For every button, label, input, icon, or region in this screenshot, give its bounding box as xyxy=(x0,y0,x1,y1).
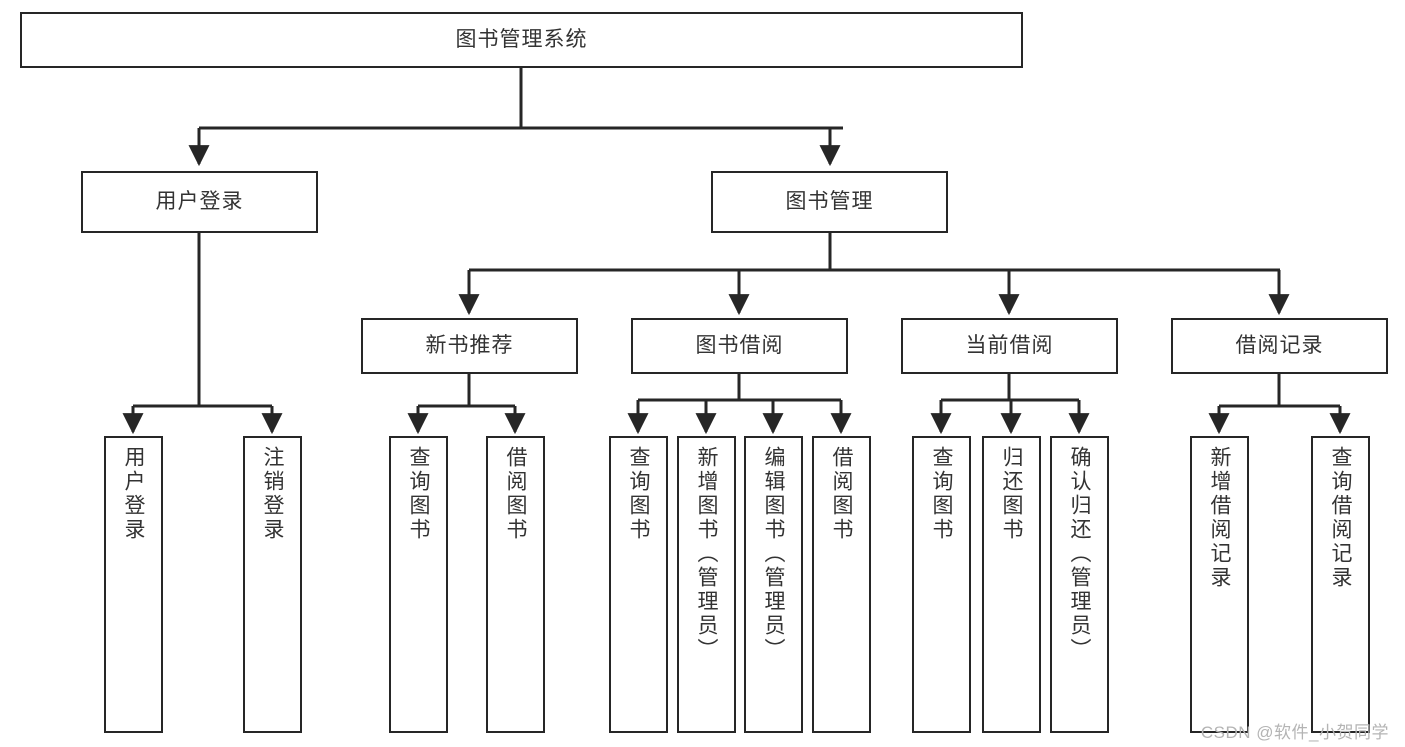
node-leaf-add-book-label: 新增图书（管理员） xyxy=(695,446,718,662)
node-book-management-label: 图书管理 xyxy=(785,189,874,213)
node-book-borrow[interactable]: 图书借阅 xyxy=(631,318,848,374)
node-leaf-add-book[interactable]: 新增图书（管理员） xyxy=(677,436,736,733)
node-leaf-borrow-book-1[interactable]: 借阅图书 xyxy=(486,436,545,733)
node-leaf-borrow-book-1-label: 借阅图书 xyxy=(504,446,527,542)
node-book-borrow-label: 图书借阅 xyxy=(695,333,784,357)
node-user-login[interactable]: 用户登录 xyxy=(81,171,318,233)
node-leaf-return-book-label: 归还图书 xyxy=(1000,446,1023,542)
node-current-borrow[interactable]: 当前借阅 xyxy=(901,318,1118,374)
node-leaf-add-record[interactable]: 新增借阅记录 xyxy=(1190,436,1249,733)
node-leaf-edit-book[interactable]: 编辑图书（管理员） xyxy=(744,436,803,733)
node-borrow-record-label: 借阅记录 xyxy=(1235,333,1324,357)
node-leaf-query-record-label: 查询借阅记录 xyxy=(1329,446,1352,590)
node-leaf-confirm-return[interactable]: 确认归还（管理员） xyxy=(1050,436,1109,733)
node-leaf-borrow-book-2-label: 借阅图书 xyxy=(830,446,853,542)
node-leaf-borrow-book-2[interactable]: 借阅图书 xyxy=(812,436,871,733)
node-leaf-query-book-2[interactable]: 查询图书 xyxy=(609,436,668,733)
node-leaf-user-login[interactable]: 用户登录 xyxy=(104,436,163,733)
node-borrow-record[interactable]: 借阅记录 xyxy=(1171,318,1388,374)
node-leaf-return-book[interactable]: 归还图书 xyxy=(982,436,1041,733)
node-new-book-recommend-label: 新书推荐 xyxy=(425,333,514,357)
node-leaf-confirm-return-label: 确认归还（管理员） xyxy=(1068,446,1091,662)
node-leaf-logout-login-label: 注销登录 xyxy=(261,446,284,542)
node-leaf-query-record[interactable]: 查询借阅记录 xyxy=(1311,436,1370,733)
node-leaf-query-book-3-label: 查询图书 xyxy=(930,446,953,542)
node-leaf-edit-book-label: 编辑图书（管理员） xyxy=(762,446,785,662)
node-leaf-query-book-2-label: 查询图书 xyxy=(627,446,650,542)
node-leaf-query-book-1[interactable]: 查询图书 xyxy=(389,436,448,733)
node-root-system[interactable]: 图书管理系统 xyxy=(20,12,1023,68)
node-current-borrow-label: 当前借阅 xyxy=(965,333,1054,357)
node-leaf-add-record-label: 新增借阅记录 xyxy=(1208,446,1231,590)
node-book-management[interactable]: 图书管理 xyxy=(711,171,948,233)
node-leaf-user-login-label: 用户登录 xyxy=(122,446,145,542)
node-leaf-query-book-3[interactable]: 查询图书 xyxy=(912,436,971,733)
node-user-login-label: 用户登录 xyxy=(155,189,244,213)
node-new-book-recommend[interactable]: 新书推荐 xyxy=(361,318,578,374)
node-leaf-query-book-1-label: 查询图书 xyxy=(407,446,430,542)
node-leaf-logout-login[interactable]: 注销登录 xyxy=(243,436,302,733)
node-root-system-label: 图书管理系统 xyxy=(455,27,588,51)
